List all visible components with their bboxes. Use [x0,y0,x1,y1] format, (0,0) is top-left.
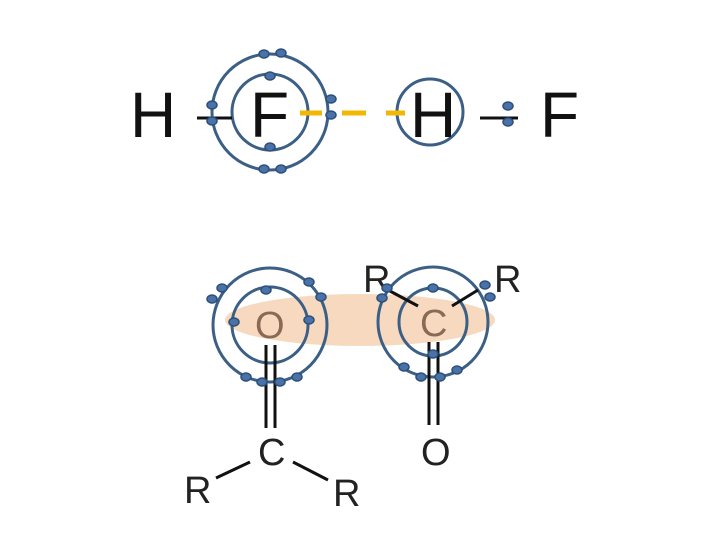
electron [398,362,410,372]
electron [260,285,272,295]
electron [427,283,439,293]
electron [376,293,388,303]
atom-h-1: H [130,79,176,151]
electron [479,280,491,290]
c-r-bond-right-1 [387,288,419,308]
atom-r-left-2: R [333,473,360,515]
electron [275,164,287,174]
atom-f-2: F [540,79,579,151]
c-r-bond-left-1 [215,460,251,480]
electron [206,100,218,110]
electron [274,377,286,387]
atom-o-center: O [255,305,285,347]
atom-r-left-1: R [184,470,211,512]
o-outer-shell [211,266,329,384]
electron [315,292,327,302]
c-r-bond-right-2 [451,288,479,308]
electron [228,317,240,327]
electron [502,101,514,111]
electron [415,372,427,382]
atom-c-center: C [420,303,447,345]
electron [258,164,270,174]
electron [256,377,268,387]
electron [381,283,393,293]
atom-r-right-2: R [494,259,521,301]
orbital-overlap-region [225,294,495,346]
electron [206,294,218,304]
electron [303,277,315,287]
electron [206,116,218,126]
c-r-bond-left-2 [292,460,329,482]
hf-hydrogen-bond-row: H F H F [130,48,579,174]
electron [303,315,315,325]
atom-o-partner: O [421,432,451,474]
electron [264,142,276,152]
electron [484,292,496,302]
electron [427,349,439,359]
electron [258,49,270,59]
electron [264,71,276,81]
electron [325,110,337,120]
electron [325,94,337,104]
carbonyl-interaction-row: O C R R C O R R [184,259,521,515]
atom-h-2: H [410,79,456,151]
electron [216,283,228,293]
electron [502,117,514,127]
atom-r-right-1: R [363,259,390,301]
electron [451,365,463,375]
electron [434,372,446,382]
atom-f-1: F [250,79,289,151]
atom-c-partner: C [258,432,285,474]
c-outer-shell [376,265,490,379]
electron [275,48,287,58]
electron [240,372,252,382]
electron [291,372,303,382]
